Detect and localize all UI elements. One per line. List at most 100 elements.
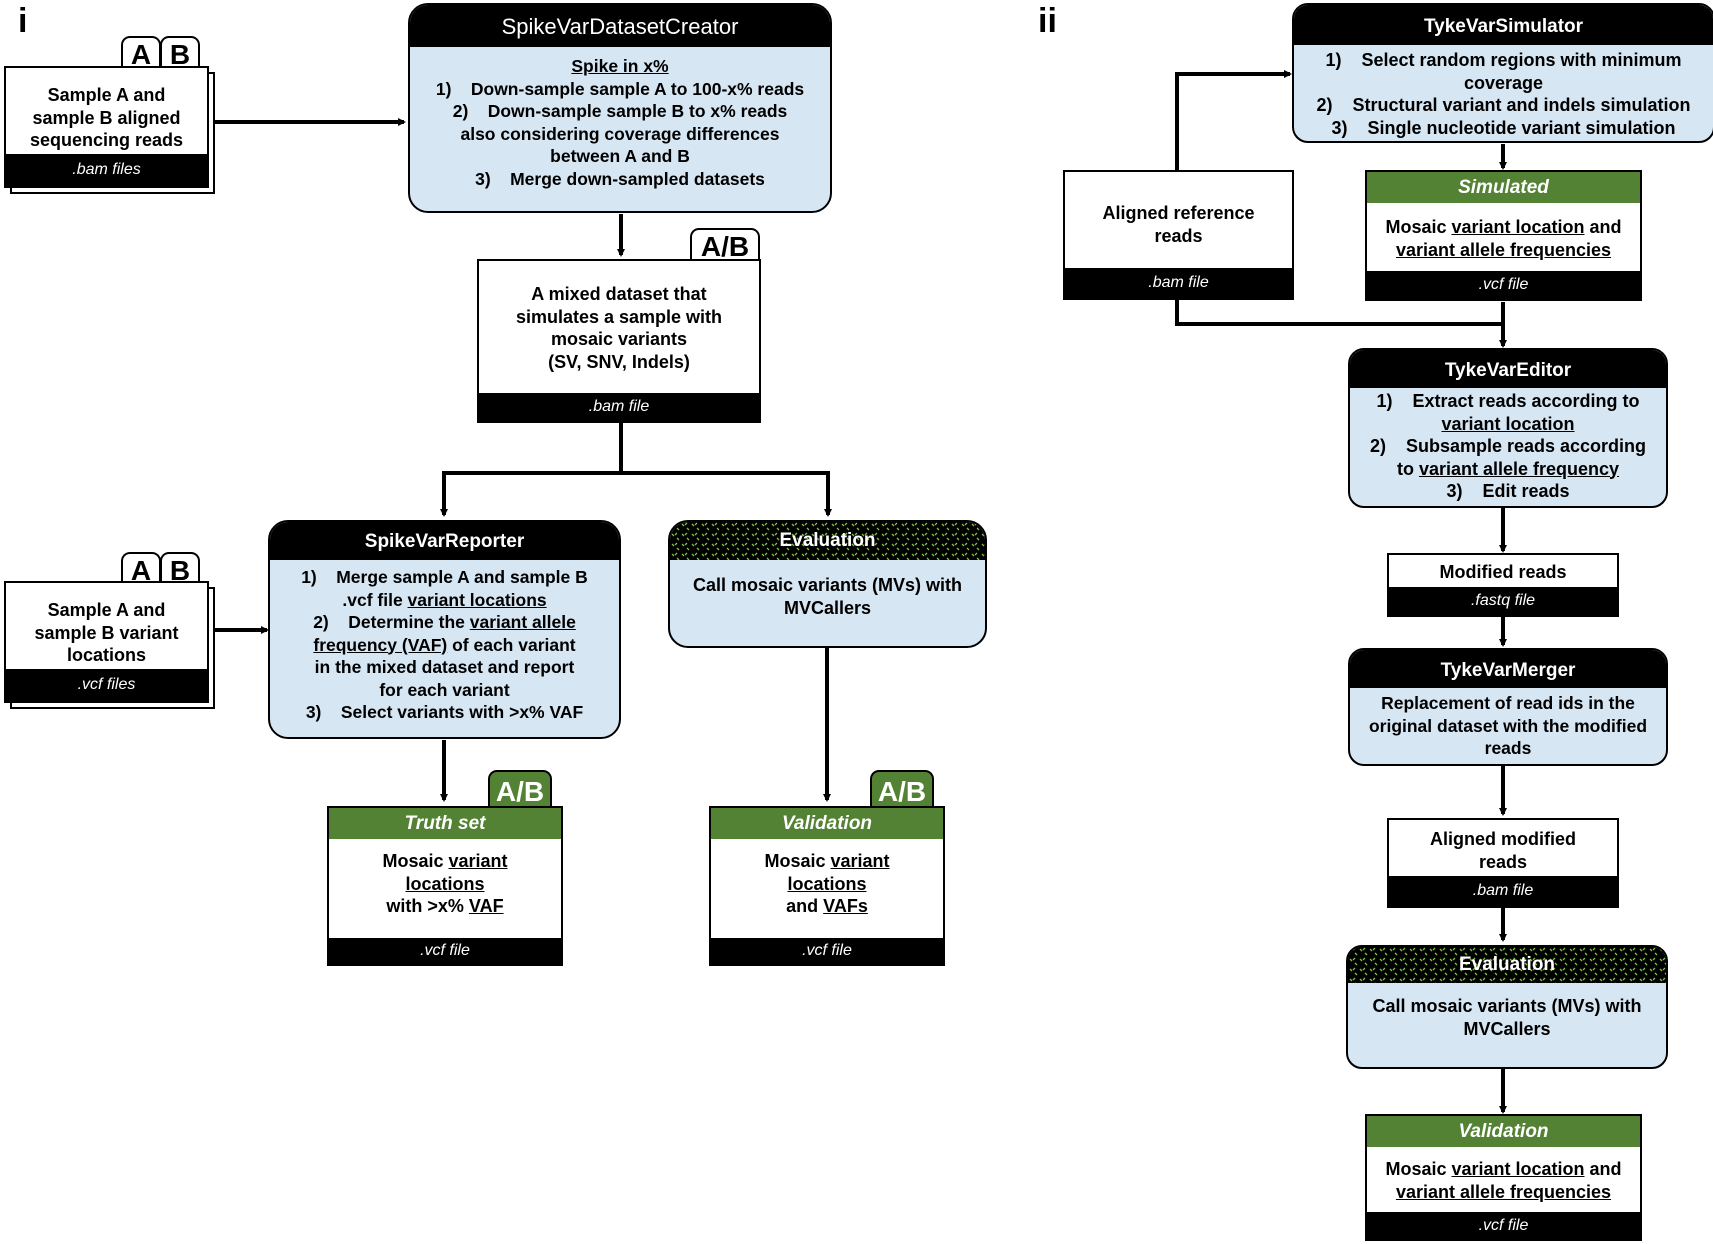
step-line: 2) Subsample reads according [1369,436,1647,456]
step-line: in the mixed dataset and report [314,657,575,677]
text-line: Sample A and [47,85,166,105]
underlined-term: variant [830,851,890,871]
file-type-label: .vcf file [1367,1212,1640,1239]
truth-set-box: Truth set Mosaic variant locations with … [327,806,563,966]
file-type-label: .vcf files [6,669,207,701]
tab-sample-a: A [121,552,161,586]
validation-box-right: Validation Mosaic variant location and v… [1365,1114,1642,1241]
aligned-modified-reads-box: Aligned modified reads .bam file [1387,818,1619,908]
step-line: 1) Merge sample A and sample B [301,567,588,587]
underlined-term: variant locations [407,589,547,610]
text-line: sequencing reads [29,130,184,150]
sample-ab-vcf-box: Sample A and sample B variant locations … [4,581,209,703]
underlined-term: variant allele frequencies [1395,1181,1612,1202]
text-segment: to [1396,458,1419,479]
text-line: reads [1478,851,1528,872]
file-type-label: .vcf file [329,938,561,964]
text-line: Aligned reference [1102,203,1255,223]
file-header: Validation [1367,1116,1640,1147]
file-type-label: .fastq file [1389,587,1617,615]
aligned-reference-reads-box: Aligned reference reads .bam file [1063,170,1294,300]
underlined-term: variant location [1451,217,1585,237]
text-line: simulates a sample with [515,306,723,327]
step-line: 3) Select variants with >x% VAF [305,702,584,722]
file-header: Truth set [329,808,561,839]
process-title: Evaluation [779,530,876,551]
text-segment: Mosaic [764,851,831,871]
underlined-term: locations [787,873,867,894]
text-line: Modified reads [1439,562,1567,582]
evaluation-box-right: Evaluation Call mosaic variants (MVs) wi… [1346,945,1668,1069]
sample-ab-reads-box: Sample A and sample B aligned sequencing… [4,66,209,188]
text-line: sample B aligned [32,107,181,128]
step-line: 2) Structural variant and indels simulat… [1316,95,1691,115]
text-segment: and [1584,1159,1622,1179]
text-line: A mixed dataset that [531,284,707,304]
evaluation-header: Evaluation [1348,947,1666,983]
step-line: 2) Down-sample sample B to x% reads [452,101,788,121]
file-header: Validation [711,808,943,839]
underlined-term: frequency (VAF) [313,634,448,655]
text-segment: and [1584,217,1622,237]
tab-sample-a: A [121,36,161,70]
evaluation-header: Evaluation [670,522,985,560]
text-segment: Mosaic [1385,1159,1452,1179]
mixed-dataset-box: A mixed dataset that simulates a sample … [477,259,761,423]
text-line: reads [1154,225,1203,246]
file-type-label: .vcf file [1367,271,1640,299]
text-line: sample B variant [34,622,179,643]
dotted-pattern [670,522,985,560]
text-line: Call mosaic variants (MVs) with [1372,996,1642,1016]
validation-box-left: Validation Mosaic variant locations and … [709,806,945,966]
file-type-label: .vcf file [711,938,943,964]
process-title: SpikeVarReporter [270,522,619,560]
file-type-label: .bam file [1389,876,1617,906]
text-segment: .vcf file [342,589,408,610]
underlined-term: variant allele [469,612,576,632]
text-segment: of each variant [447,634,576,655]
text-line: reads [1484,738,1532,758]
text-segment: Mosaic [1385,217,1452,237]
tab-sample-b: B [160,552,200,586]
file-header: Simulated [1367,172,1640,203]
underlined-term: variant allele frequencies [1395,239,1612,260]
process-title: SpikeVarDatasetCreator [410,5,830,47]
text-segment: 2) Determine the [313,612,470,632]
tab-ab-green: A/B [488,770,552,808]
modified-reads-box: Modified reads .fastq file [1387,553,1619,617]
underlined-term: variant location [1451,1159,1585,1179]
text-line: Replacement of read ids in the [1381,693,1635,713]
step-line: also considering coverage differences [460,123,780,144]
text-line: Aligned modified [1430,829,1576,849]
step-line: 1) Down-sample sample A to 100-x% reads [435,78,805,99]
file-type-label: .bam file [479,393,759,421]
text-line: MVCallers [1463,1018,1551,1039]
underlined-term: variant [448,851,508,871]
step-line: between A and B [550,146,690,166]
tab-ab: A/B [690,228,760,262]
tykevar-editor-box: TykeVarEditor 1) Extract reads according… [1348,348,1668,508]
text-line: locations [66,645,146,665]
process-title: TykeVarEditor [1350,350,1666,388]
text-line: MVCallers [783,597,872,618]
simulated-box: Simulated Mosaic variant location and va… [1365,170,1642,301]
file-type-label: .bam files [6,154,207,186]
tykevar-simulator-box: TykeVarSimulator 1) Select random region… [1292,3,1713,143]
spike-subtitle: Spike in x% [571,56,669,76]
step-line: 3) Single nucleotide variant simulation [1331,117,1676,138]
step-line: 1) Select random regions with minimum [1325,50,1682,70]
spikevar-reporter-box: SpikeVarReporter 1) Merge sample A and s… [268,520,621,739]
step-line: coverage [1463,72,1544,93]
tab-ab-green: A/B [870,770,934,808]
tab-sample-b: B [160,36,200,70]
step-line: 3) Edit reads [1446,481,1570,501]
process-title: TykeVarMerger [1350,650,1666,688]
step-line: 1) Extract reads according to [1376,391,1640,411]
step-line: for each variant [379,679,510,700]
process-title: Evaluation [1458,954,1556,975]
underlined-term: locations [405,873,485,894]
text-line: Call mosaic variants (MVs) with [692,575,963,595]
file-type-label: .bam file [1065,268,1292,298]
text-line: mosaic variants [550,329,688,349]
